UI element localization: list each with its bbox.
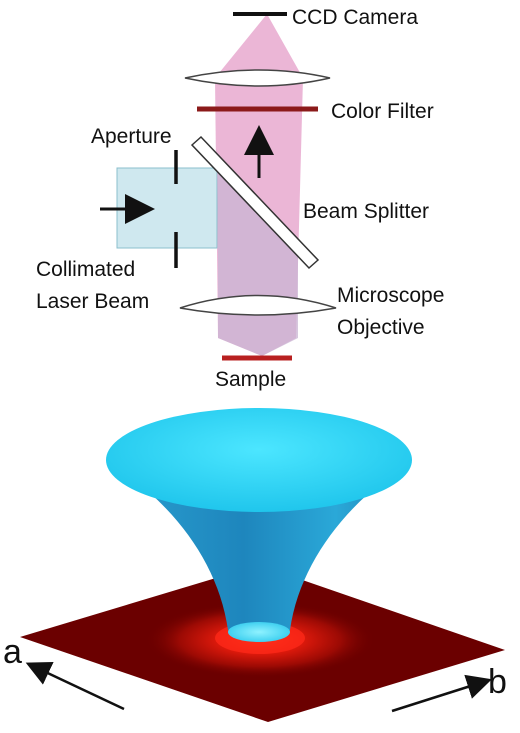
color-filter-label: Color Filter: [331, 100, 434, 123]
sample-label: Sample: [215, 368, 286, 391]
collimated-laser-label-line1: Collimated: [36, 258, 135, 281]
objective-lens: [179, 294, 337, 316]
axis-b-label: b: [488, 663, 507, 701]
cone-tip: [228, 622, 290, 642]
optical-setup: CCD Camera Color Filter Aperture Beam Sp…: [36, 6, 444, 391]
collimated-laser-label-line2: Laser Beam: [36, 290, 149, 313]
objective-label-line2: Objective: [337, 316, 425, 339]
cone-rim: [106, 408, 412, 512]
aperture-label: Aperture: [91, 125, 172, 148]
ccd-camera-label: CCD Camera: [292, 6, 418, 29]
beam-splitter-label: Beam Splitter: [303, 200, 429, 223]
axis-b-arrow: [391, 674, 492, 713]
axis-a-label: a: [3, 633, 22, 671]
tube-lens: [184, 69, 331, 87]
axis-a-arrow: [25, 662, 125, 711]
beam-splitter: [190, 135, 320, 270]
objective-label-line1: Microscope: [337, 284, 444, 307]
cone-plot: a b: [3, 408, 507, 722]
